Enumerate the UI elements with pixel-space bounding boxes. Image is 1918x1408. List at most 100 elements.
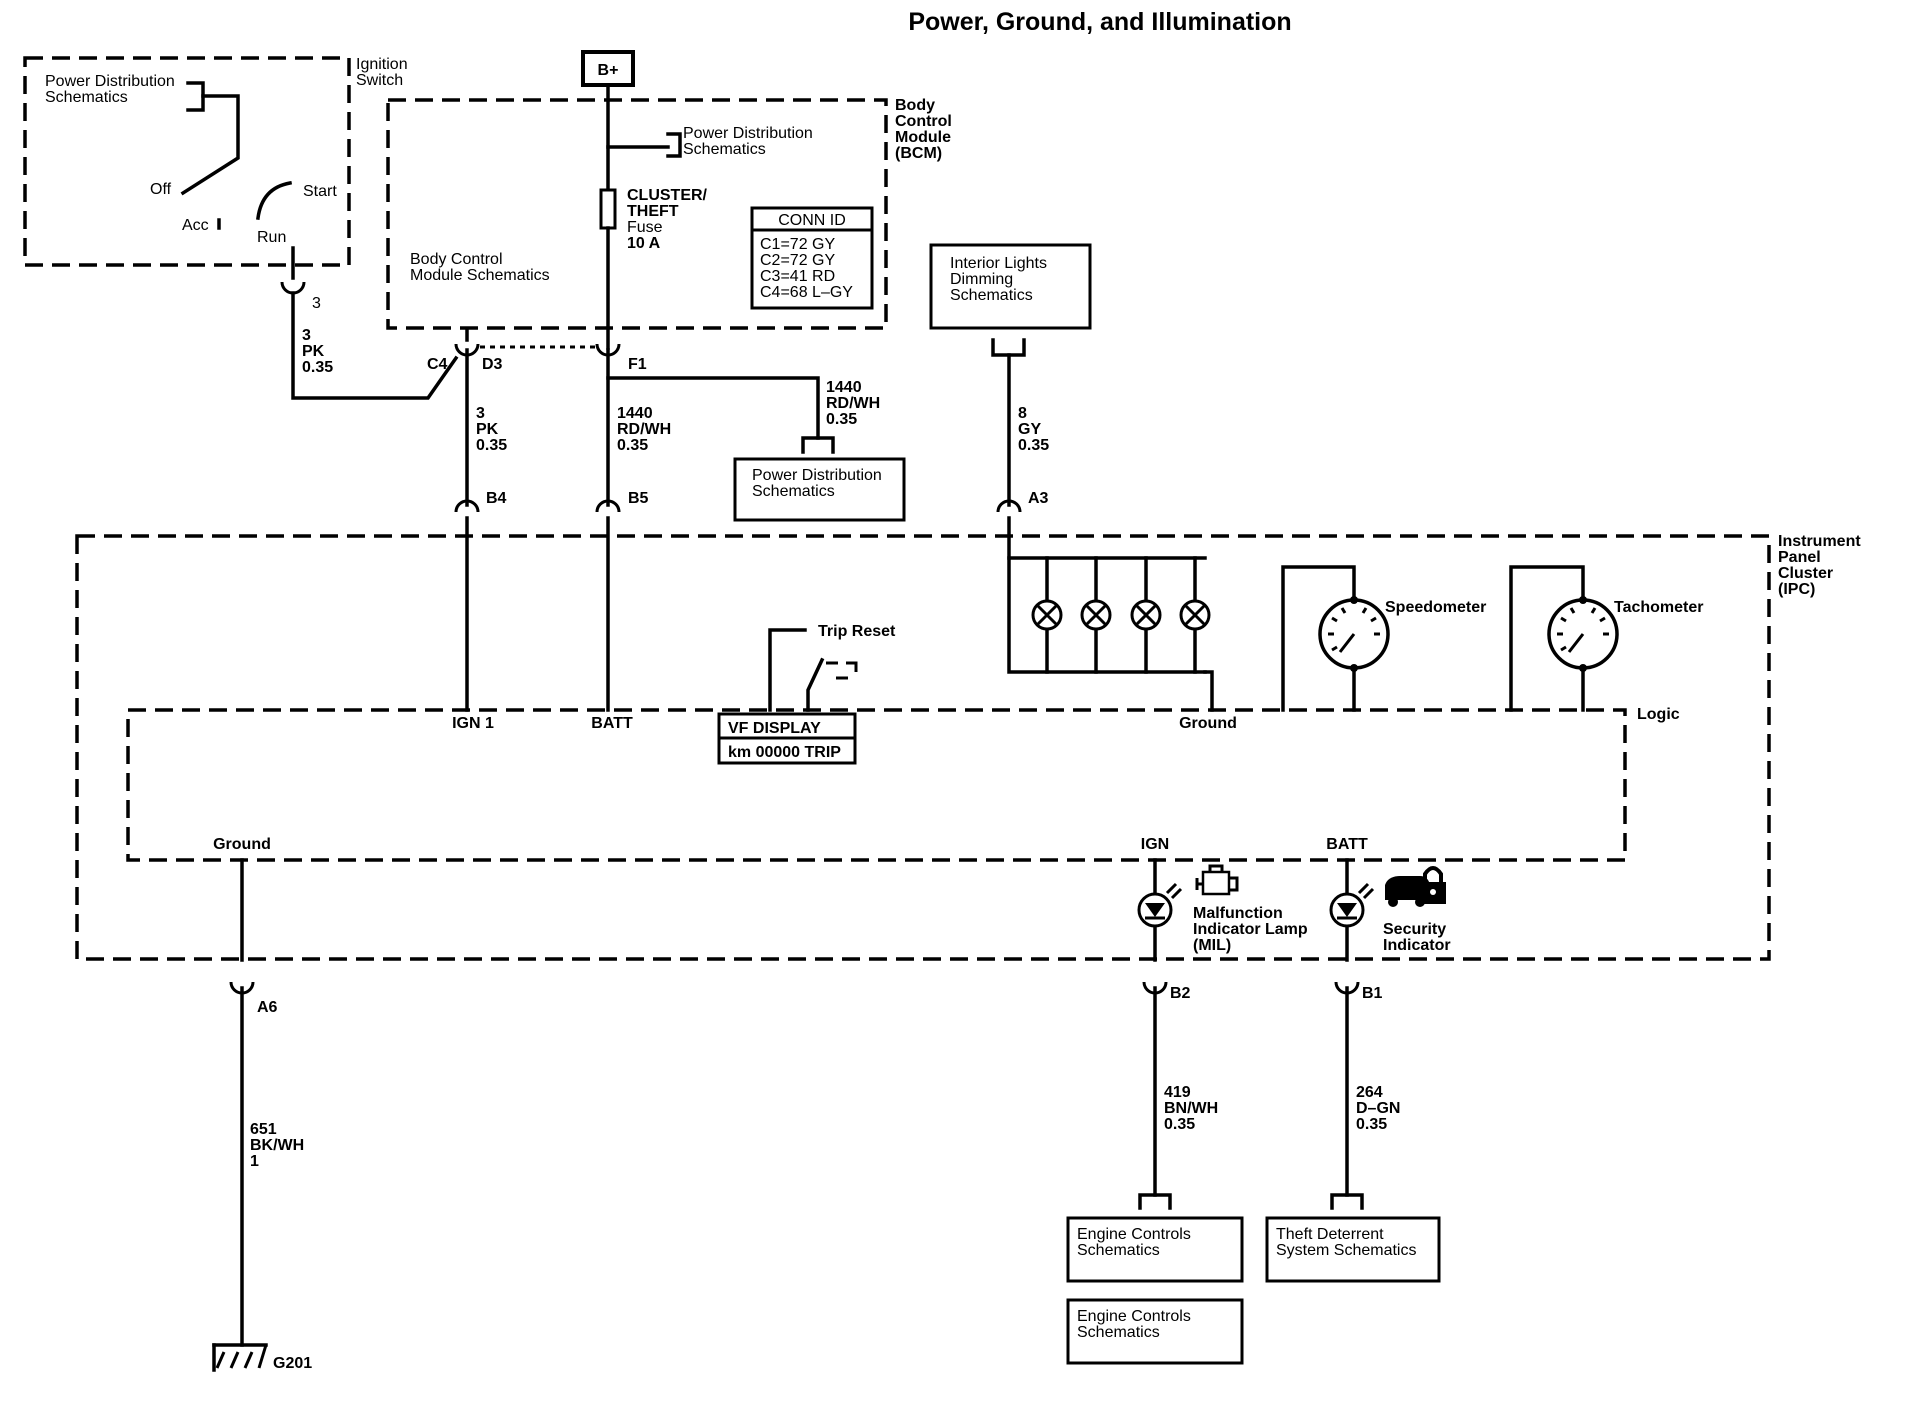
theft-deterrent-label-1: Theft Deterrent xyxy=(1276,1226,1384,1243)
battery-terminal: B+ xyxy=(581,50,635,87)
wire-mil-circuit: 419 xyxy=(1164,1084,1191,1101)
pin-a6: A6 xyxy=(257,999,278,1016)
interior-lights-label-3: Schematics xyxy=(950,287,1033,304)
pin-b4: B4 xyxy=(486,490,507,507)
engine-controls-box: Engine Controls Schematics xyxy=(1066,1216,1244,1283)
switch-pos-run: Run xyxy=(257,229,286,246)
wire-dimming-color: GY xyxy=(1018,421,1041,438)
wire-bcm-ign-gauge: 0.35 xyxy=(476,437,507,454)
bcm-label-4: (BCM) xyxy=(895,145,942,162)
wire-security-label: 264 D–GN 0.35 xyxy=(1356,1084,1400,1133)
conn-id-header: CONN ID xyxy=(778,212,846,229)
wire-security-circuit: 264 xyxy=(1356,1084,1383,1101)
wire-bcm-batt-gauge: 0.35 xyxy=(617,437,648,454)
pin-b1: B1 xyxy=(1362,985,1383,1002)
wire-ign-run-gauge: 0.35 xyxy=(302,359,333,376)
speedometer-label: Speedometer xyxy=(1385,599,1486,616)
ground-id: G201 xyxy=(273,1355,312,1372)
logic-label: Logic xyxy=(1637,706,1680,723)
ipc-label-2: Panel xyxy=(1778,549,1821,566)
vf-display-readout: km 00000 TRIP xyxy=(728,744,841,761)
pd-box-label-1: Power Distribution xyxy=(752,467,882,484)
trip-reset-switch: Trip Reset xyxy=(768,623,896,712)
ignition-switch-label-2: Switch xyxy=(356,72,403,89)
wire-pd-branch-gauge: 0.35 xyxy=(826,411,857,428)
wire-security-gauge: 0.35 xyxy=(1356,1116,1387,1133)
ground-top-label: Ground xyxy=(1179,715,1237,732)
bcm-label-1: Body xyxy=(895,97,935,114)
engine-icon xyxy=(1195,864,1239,896)
battery-label: B+ xyxy=(598,62,619,79)
pin-b2: B2 xyxy=(1170,985,1191,1002)
wire-bcm-ign-label: 3 PK 0.35 xyxy=(476,405,507,454)
theft-deterrent-box: Theft Deterrent System Schematics xyxy=(1265,1216,1441,1283)
wire-mil-gauge: 0.35 xyxy=(1164,1116,1195,1133)
wire-security-color: D–GN xyxy=(1356,1100,1400,1117)
lamp-icon xyxy=(1080,599,1112,631)
wire-bcm-batt-color: RD/WH xyxy=(617,421,671,438)
pin-d3: D3 xyxy=(482,356,503,373)
ignition-switch-label: Ignition xyxy=(356,56,408,73)
interior-lights-box: Interior Lights Dimming Schematics xyxy=(929,243,1092,330)
ign-label: IGN xyxy=(1141,836,1169,853)
wire-pd-branch-color: RD/WH xyxy=(826,395,880,412)
lamp-icon xyxy=(1130,599,1162,631)
wire-bcm-ign-color: PK xyxy=(476,421,499,438)
interior-lights-label-2: Dimming xyxy=(950,271,1013,288)
body-control-module: Body Control Module (BCM) Power Distribu… xyxy=(386,83,952,350)
wire-pd-branch-label: 1440 RD/WH 0.35 xyxy=(826,379,880,428)
bcm-connectors: C4 D3 F1 xyxy=(427,328,647,507)
wire-bcm-ign-circuit: 3 xyxy=(476,405,485,422)
ipc-label-1: Instrument xyxy=(1778,533,1861,550)
security-led-icon xyxy=(1329,882,1375,928)
wire-ign-run-label: 3 PK 0.35 xyxy=(302,327,333,376)
wire-mil-label: 419 BN/WH 0.35 xyxy=(1164,1084,1218,1133)
security-label-1: Security xyxy=(1383,921,1446,938)
wire-mil-color: BN/WH xyxy=(1164,1100,1218,1117)
mil-label-2: Indicator Lamp xyxy=(1193,921,1308,938)
ign-pd-schematics-label: Power Distribution xyxy=(45,73,175,90)
ipc-top-connectors: B4 B5 A3 xyxy=(454,490,1049,513)
engine-controls-2-label-2: Schematics xyxy=(1077,1324,1160,1341)
wire-ground-label: 651 BK/WH 1 xyxy=(250,1121,304,1170)
engine-controls-2-label-1: Engine Controls xyxy=(1077,1308,1191,1325)
bcm-pd-schematics-1: Power Distribution xyxy=(683,125,813,142)
bcm-schematics-1: Body Control xyxy=(410,251,503,268)
wire-ground-color: BK/WH xyxy=(250,1137,304,1154)
illumination-lamps: Ground xyxy=(1007,516,1237,732)
wire-ground-circuit: 651 xyxy=(250,1121,277,1138)
fuse-label-3: Fuse xyxy=(627,219,663,236)
switch-pos-off: Off xyxy=(150,181,172,198)
ground-bottom-label: Ground xyxy=(213,836,271,853)
ipc-bottom-connectors: A6 B2 B1 xyxy=(229,981,1383,1016)
wire-dimming-circuit: 8 xyxy=(1018,405,1027,422)
wire-ign-run-circuit: 3 xyxy=(302,327,311,344)
speedometer-gauge: Speedometer xyxy=(1281,565,1486,712)
pin-a3: A3 xyxy=(1028,490,1049,507)
security-label-2: Indicator xyxy=(1383,937,1451,954)
security-lock-icon xyxy=(1385,866,1446,907)
lamp-icon xyxy=(1031,599,1063,631)
wire-ign-run-color: PK xyxy=(302,343,325,360)
lamp-icon xyxy=(1179,599,1211,631)
wire-pd-branch-circuit: 1440 xyxy=(826,379,862,396)
conn-id-row: C2=72 GY xyxy=(760,252,835,269)
switch-pos-start: Start xyxy=(303,183,337,200)
ign-switch-terminal: 3 xyxy=(312,295,321,312)
fuse-rating: 10 A xyxy=(627,235,661,252)
wire-bcm-batt-label: 1440 RD/WH 0.35 xyxy=(617,405,671,454)
batt-bottom-label: BATT xyxy=(1326,836,1368,853)
wire-dimming-gauge: 0.35 xyxy=(1018,437,1049,454)
fuse-label-1: CLUSTER/ xyxy=(627,187,708,204)
engine-controls-label-1: Engine Controls xyxy=(1077,1226,1191,1243)
switch-pos-acc: Acc xyxy=(182,217,209,234)
bcm-label-2: Control xyxy=(895,113,952,130)
power-distribution-box: Power Distribution Schematics xyxy=(733,457,906,522)
pd-box-label-2: Schematics xyxy=(752,483,835,500)
wire-bcm-batt-circuit: 1440 xyxy=(617,405,653,422)
engine-controls-label-2: Schematics xyxy=(1077,1242,1160,1259)
ground-symbol-icon: G201 xyxy=(212,1343,312,1372)
ign-pd-schematics-label-2: Schematics xyxy=(45,89,128,106)
pin-f1: F1 xyxy=(628,356,647,373)
